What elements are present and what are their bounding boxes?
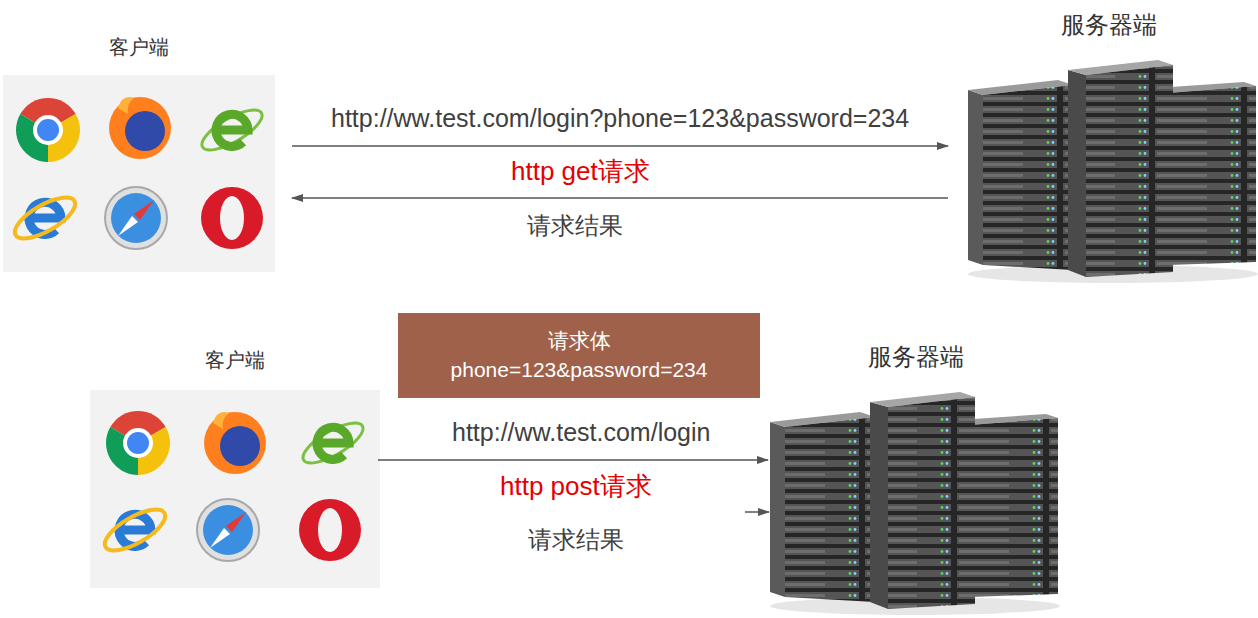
ie-icon — [99, 502, 171, 559]
browser-360-icon — [197, 103, 268, 158]
arrow-connector — [378, 459, 768, 461]
group-heading: 客户端 — [90, 348, 380, 372]
server-rack — [968, 60, 1258, 283]
arrow-connector — [292, 145, 948, 147]
edge-label: http://ww.test.com/login?phone=123&passw… — [331, 103, 909, 133]
ie-icon — [9, 190, 81, 247]
client-group: 客户端 — [3, 30, 275, 272]
safari-icon — [105, 187, 167, 249]
client-group: 客户端 — [90, 343, 380, 588]
server-rack — [770, 392, 1060, 615]
edge-label: http://ww.test.com/login — [452, 417, 710, 447]
free-label: http get请求 — [511, 156, 650, 187]
browser-panel — [90, 390, 380, 588]
firefox-icon — [109, 97, 171, 159]
group-heading: 服务器端 — [960, 11, 1258, 40]
arrow-connector — [292, 197, 948, 199]
opera-icon — [201, 187, 263, 249]
request-body-box: 请求体phone=123&password=234 — [398, 313, 760, 398]
server-group: 服务器端 — [768, 340, 1063, 612]
server-group: 服务器端 — [960, 8, 1258, 288]
edge-label: 请求结果 — [527, 212, 623, 241]
box-text: phone=123&password=234 — [451, 356, 708, 384]
safari-icon — [197, 499, 259, 561]
group-heading: 客户端 — [3, 35, 275, 59]
firefox-icon — [204, 412, 266, 474]
group-heading: 服务器端 — [768, 343, 1063, 372]
opera-icon — [299, 499, 361, 561]
browser-panel — [3, 75, 275, 272]
stub-arrow — [745, 511, 769, 513]
box-text: 请求体 — [548, 327, 611, 355]
free-label: 请求结果 — [528, 526, 624, 555]
chrome-icon — [106, 411, 170, 475]
free-label: http post请求 — [500, 471, 652, 502]
browser-360-icon — [298, 416, 369, 471]
chrome-icon — [16, 98, 80, 162]
